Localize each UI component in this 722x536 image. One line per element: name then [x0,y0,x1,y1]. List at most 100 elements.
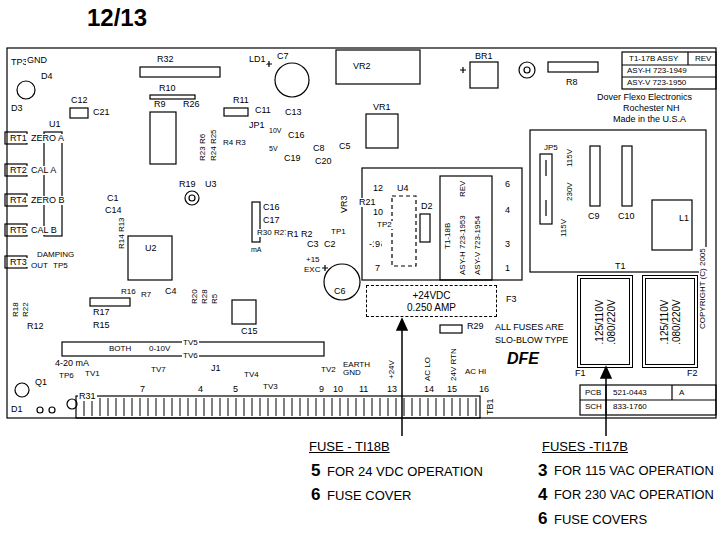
fuse-rating: .125/110V .080/220V [659,294,682,350]
pcb-outline [452,398,453,416]
component-label: U4 [396,184,410,193]
pcb-outline [5,256,27,268]
pcb-outline [17,81,35,99]
component-label: R18 [12,301,20,318]
terminal-number: 7 [374,264,381,273]
pcb-outline [545,160,546,216]
component-label: GND [26,56,48,65]
pcb-outline [300,398,301,416]
component-label: U3 [204,180,218,189]
page-number: 12/13 [86,6,148,30]
marking-text: Rochester NH [622,104,681,113]
component-label: U2 [144,244,158,253]
fuse-box: +24VDC 0.250 AMPF3 [366,285,497,317]
pcb-outline [148,398,149,416]
terminal-number: 4 [504,206,511,215]
marking-text: Dover Flexo Electronics [596,93,693,102]
pcb-outline [364,398,365,416]
terminal-number: 7 [139,385,146,394]
component-label: CAL A [30,166,57,175]
component-label: C11 [254,106,272,115]
component-label: JP5 [543,144,559,152]
pcb-outline [232,300,256,324]
component-label: D1 [10,405,24,414]
component-label: C5 [338,142,352,151]
terminal-number: 6 [504,180,511,189]
component-label: EXC [303,266,321,274]
component-label: BOTH [108,345,132,353]
pcb-outline [671,385,672,400]
callout-number: 4 [537,486,548,503]
pcb-outline [356,398,357,416]
component-label: RT2 [9,166,28,175]
pcb-outline [236,398,237,416]
pcb-outline [275,63,309,97]
marking-text: T1-17B ASSY [628,55,679,63]
pcb-outline [90,298,130,306]
component-label: C13 [284,108,303,117]
callout-number: 6 [310,486,321,503]
pcb-outline [362,168,522,280]
pcb-outline [580,385,716,415]
component-label: R8 [565,78,579,87]
terminal-number: 9 [318,385,325,394]
pcb-outline [324,264,360,300]
pcb-outline [470,62,498,88]
component-label: R15 [92,321,111,330]
pcb-outline [444,398,445,416]
component-label: C19 [283,154,302,163]
fuse-rating: +24VDC 0.250 AMP [403,290,461,313]
component-label: BR1 [474,52,494,61]
component-label: R30 R27 [256,229,290,237]
pcb-outline [5,164,27,176]
pcb-outline [605,374,607,436]
terminal-number: 16 [478,385,490,394]
component-label: C3 [306,240,320,249]
pcb-outline [108,398,109,416]
component-label: R10 [158,84,177,93]
pcb-outline [524,67,530,73]
component-label: OUT [30,262,49,270]
pcb-outline [388,398,389,416]
component-label: R16 [120,288,137,296]
marking-text: ASY-V 723-1954 [474,215,482,276]
pcb-outline [188,398,189,416]
component-label: TP2 [376,221,393,229]
component-label: J1 [210,364,222,373]
terminal-number: +24V [388,359,396,380]
component-label: L1 [678,214,690,223]
component-label: R14 R13 [118,216,126,250]
pcb-outline [316,398,317,416]
pcb-outline [440,325,462,333]
pcb-outline [260,398,261,416]
component-label: RT1 [9,134,28,143]
component-label: R24 R25 [210,128,218,162]
component-label: TV3 [262,383,279,391]
component-label: C21 [92,108,111,117]
component-label: Q1 [34,378,48,387]
pcb-outline [420,214,430,242]
terminal-number: 1 [504,264,511,273]
component-label: ZERO B [30,196,66,205]
component-label: VR3 [340,194,349,214]
terminal-number: 3 [504,240,511,249]
component-label: JP1 [248,121,266,130]
pcb-outline [476,398,477,416]
component-label: TP1 [330,228,347,236]
pcb-outline [519,62,535,78]
pcb-outline [212,398,213,416]
callout-text: FOR 24 VDC OPERATION [326,465,484,478]
component-label: R32 [156,55,175,64]
pcb-outline [15,383,29,397]
pcb-outline [380,398,381,416]
pcb-outline [436,398,437,416]
component-label: TV1 [84,370,101,378]
terminal-number: 9 [374,240,381,249]
component-label: D2 [420,202,434,211]
pcb-outline [196,398,197,416]
component-label: R5 [211,293,219,305]
pcb-outline [292,398,293,416]
component-label: 5V [268,145,279,152]
component-label: RT3 [9,258,28,267]
marking-text: PCB [584,389,602,397]
